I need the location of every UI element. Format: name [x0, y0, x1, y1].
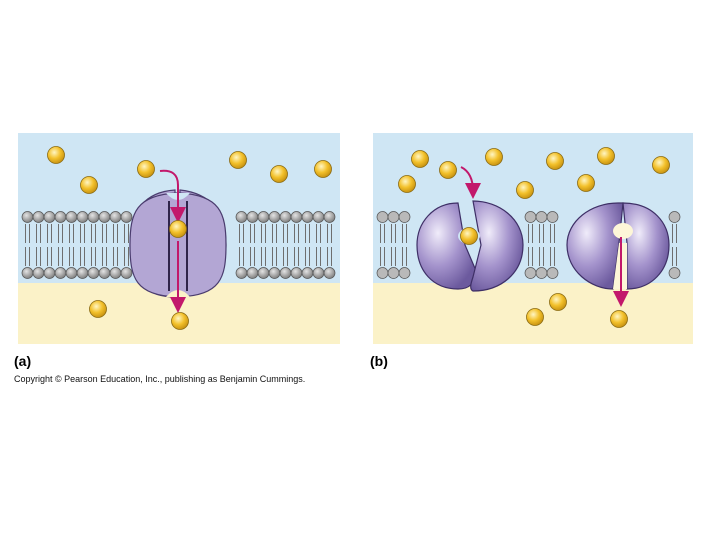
phospholipid-head	[54, 267, 67, 279]
bilayer-right	[235, 211, 336, 279]
phospholipid-head	[87, 211, 100, 223]
phospholipid-head	[120, 267, 133, 279]
bilayer-right	[668, 211, 681, 279]
solute-molecule-icon	[137, 160, 155, 178]
solute-molecule-icon	[47, 146, 65, 164]
solute-molecule-icon	[549, 293, 567, 311]
phospholipid-head	[54, 211, 67, 223]
phospholipid-head	[546, 267, 559, 279]
phospholipid-head	[109, 211, 122, 223]
copyright-notice: Copyright © Pearson Education, Inc., pub…	[14, 374, 306, 384]
phospholipid-head	[279, 211, 292, 223]
phospholipid-head	[290, 267, 303, 279]
phospholipid-head	[524, 211, 537, 223]
phospholipid-head	[87, 267, 100, 279]
phospholipid-head	[120, 211, 133, 223]
phospholipid-head	[65, 211, 78, 223]
phospholipid-head	[668, 267, 681, 279]
solute-molecule-icon	[314, 160, 332, 178]
phospholipid-head	[21, 211, 34, 223]
phospholipid-head	[312, 267, 325, 279]
solute-molecule-icon	[577, 174, 595, 192]
solute-molecule-icon	[526, 308, 544, 326]
solute-molecule-icon	[89, 300, 107, 318]
phospholipid-head	[398, 267, 411, 279]
phospholipid-head	[43, 211, 56, 223]
phospholipid-head	[98, 267, 111, 279]
phospholipid-head	[257, 211, 270, 223]
phospholipid-head	[43, 267, 56, 279]
solute-molecule-icon	[485, 148, 503, 166]
phospholipid-head	[535, 267, 548, 279]
solute-molecule-icon	[610, 310, 628, 328]
phospholipid-head	[524, 267, 537, 279]
solute-molecule-icon	[229, 151, 247, 169]
carrier-protein-open-inside	[566, 202, 670, 290]
phospholipid-head	[109, 267, 122, 279]
solute-molecule-icon	[171, 312, 189, 330]
phospholipid-head	[235, 267, 248, 279]
solute-molecule-icon	[169, 220, 187, 238]
bilayer-left	[21, 211, 133, 279]
solute-molecule-icon	[80, 176, 98, 194]
phospholipid-head	[279, 267, 292, 279]
phospholipid-head	[546, 211, 559, 223]
solute-molecule-icon	[516, 181, 534, 199]
solute-molecule-icon	[546, 152, 564, 170]
solute-molecule-icon	[460, 227, 478, 245]
phospholipid-head	[387, 267, 400, 279]
phospholipid-head	[323, 267, 336, 279]
phospholipid-head	[290, 211, 303, 223]
solute-molecule-icon	[652, 156, 670, 174]
phospholipid-head	[246, 267, 259, 279]
phospholipid-head	[235, 211, 248, 223]
phospholipid-head	[668, 211, 681, 223]
phospholipid-head	[32, 211, 45, 223]
solute-molecule-icon	[439, 161, 457, 179]
phospholipid-head	[376, 211, 389, 223]
phospholipid-head	[65, 267, 78, 279]
phospholipid-head	[21, 267, 34, 279]
phospholipid-head	[76, 211, 89, 223]
solute-molecule-icon	[411, 150, 429, 168]
phospholipid-head	[301, 267, 314, 279]
phospholipid-head	[32, 267, 45, 279]
phospholipid-head	[312, 211, 325, 223]
phospholipid-head	[398, 211, 411, 223]
phospholipid-head	[257, 267, 270, 279]
transport-arrow-icon	[159, 169, 186, 223]
solute-molecule-icon	[270, 165, 288, 183]
phospholipid-head	[76, 267, 89, 279]
phospholipid-head	[301, 211, 314, 223]
phospholipid-head	[387, 211, 400, 223]
solute-molecule-icon	[398, 175, 416, 193]
phospholipid-head	[268, 267, 281, 279]
panel-label-b: (b)	[370, 353, 388, 369]
phospholipid-head	[98, 211, 111, 223]
bilayer-middle	[524, 211, 559, 279]
phospholipid-head	[376, 267, 389, 279]
phospholipid-head	[246, 211, 259, 223]
transport-arrow-icon	[460, 166, 481, 199]
phospholipid-head	[323, 211, 336, 223]
panel-a-channel-protein	[18, 133, 340, 344]
phospholipid-head	[535, 211, 548, 223]
solute-molecule-icon	[597, 147, 615, 165]
phospholipid-head	[268, 211, 281, 223]
panel-label-a: (a)	[14, 353, 32, 369]
panel-b-carrier-protein	[373, 133, 693, 344]
bilayer-left	[376, 211, 411, 279]
